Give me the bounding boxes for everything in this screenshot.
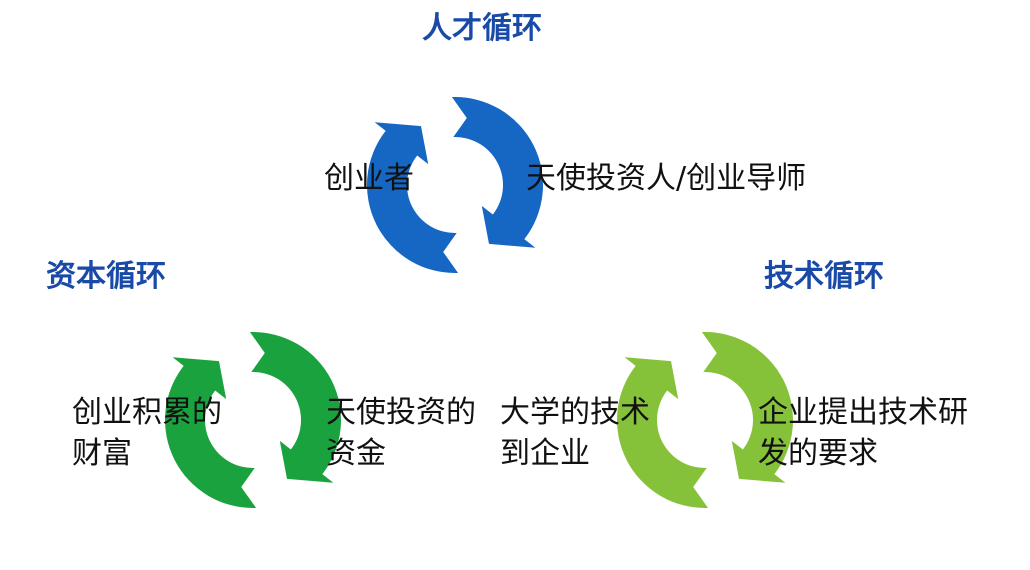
tech-left-line-2: 到企业 — [500, 436, 590, 472]
talent-cycle-title: 人才循环 — [422, 11, 542, 46]
tech-cycle-title: 技术循环 — [764, 259, 884, 294]
tech-left-label: 大学的技术 到企业 — [500, 392, 650, 475]
talent-left-label: 创业者 — [324, 161, 414, 196]
tech-cycle-arrow-2 — [617, 357, 709, 508]
capital-left-line-2: 财富 — [72, 436, 132, 472]
capital-cycle-arrow-2 — [165, 357, 257, 508]
tech-right-line-2: 发的要求 — [758, 436, 878, 472]
tech-cycle-ring — [617, 332, 793, 508]
tech-right-label: 企业提出技术研 发的要求 — [758, 392, 968, 475]
talent-cycle-arrow-1 — [451, 96, 544, 248]
tech-right-line-1: 企业提出技术研 — [758, 395, 968, 430]
capital-cycle-ring — [165, 332, 342, 508]
talent-right-label: 天使投资人/创业导师 — [526, 161, 807, 196]
capital-right-line-2: 资金 — [326, 436, 386, 472]
capital-left-label: 创业积累的 财富 — [72, 392, 222, 475]
capital-right-label: 天使投资的 资金 — [326, 392, 476, 475]
talent-cycle-ring — [367, 96, 544, 273]
tech-cycle-arrow-1 — [701, 332, 793, 483]
capital-right-line-1: 天使投资的 — [326, 395, 476, 430]
capital-cycle-title: 资本循环 — [46, 259, 166, 294]
capital-left-line-1: 创业积累的 — [72, 395, 222, 430]
talent-cycle-arrow-2 — [367, 122, 459, 273]
tech-left-line-1: 大学的技术 — [500, 395, 650, 430]
capital-cycle-arrow-1 — [249, 332, 342, 483]
